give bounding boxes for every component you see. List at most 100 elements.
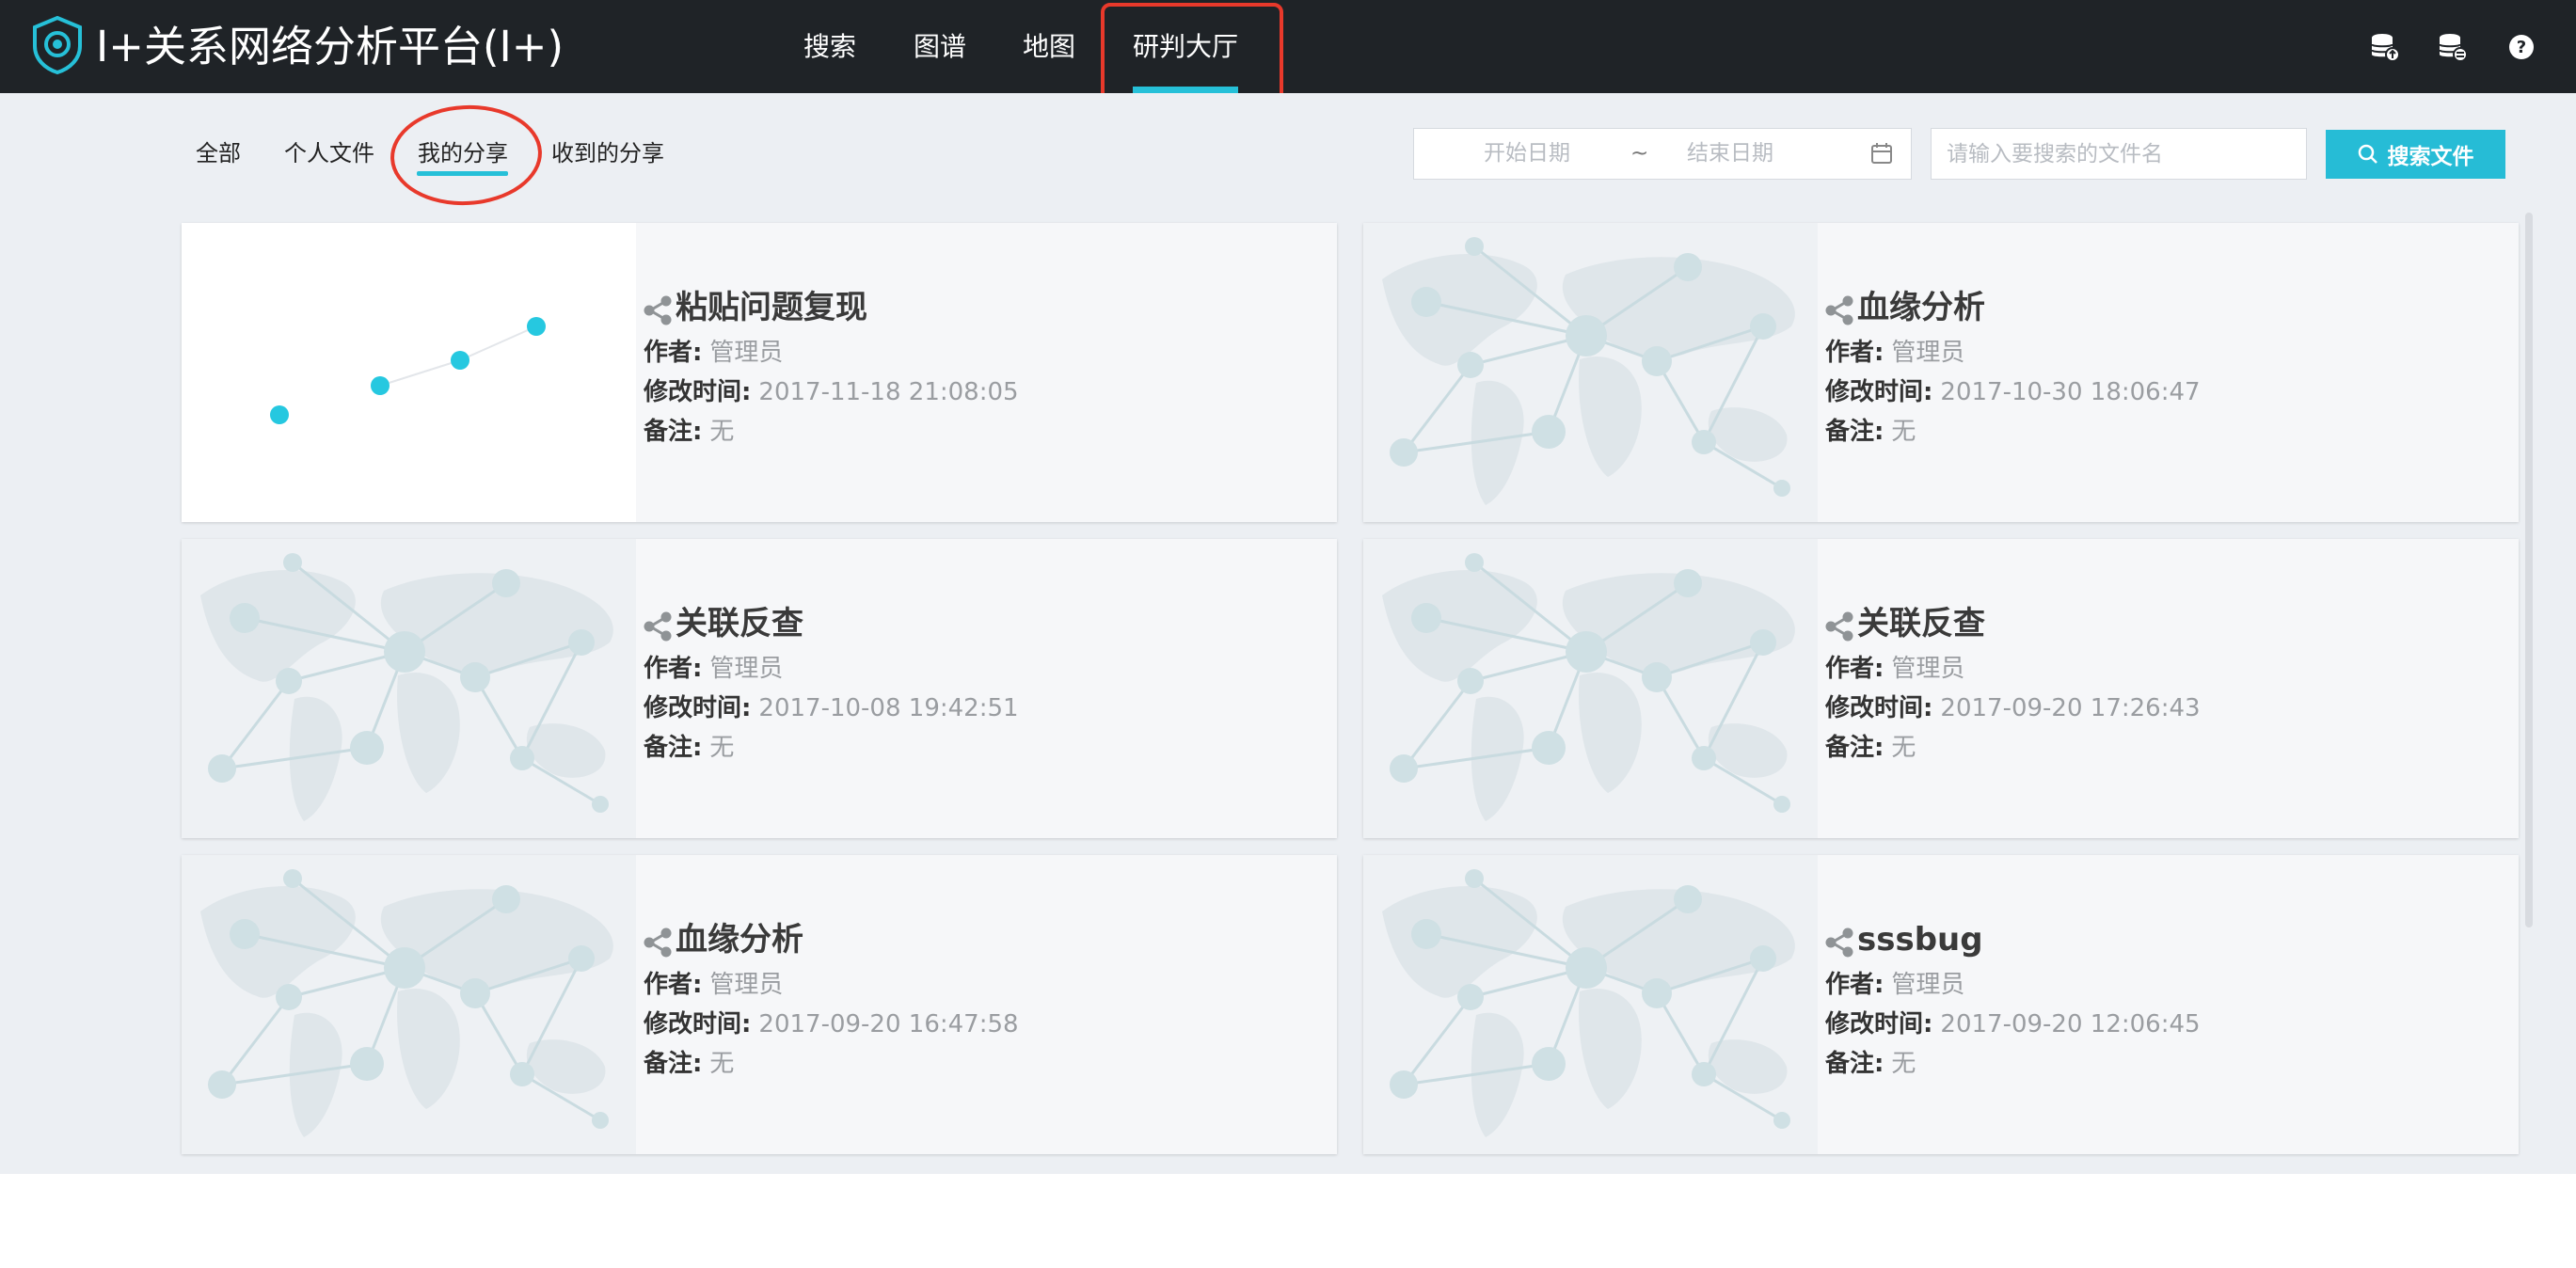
modified-label: 修改时间:: [644, 694, 752, 722]
nav-active-indicator: [1133, 87, 1238, 93]
share-icon: [1825, 611, 1853, 642]
scatter-thumbnail: [182, 223, 636, 522]
card-modified-row: 修改时间:2017-11-18 21:08:05: [644, 375, 1019, 409]
note-label: 备注:: [1825, 1050, 1884, 1078]
database-list-icon[interactable]: [2436, 30, 2468, 62]
network-map-thumbnail: [1363, 223, 1818, 522]
card-note-row: 备注:无: [1825, 415, 1916, 449]
card-note-row: 备注:无: [644, 1047, 734, 1081]
file-card[interactable]: 血缘分析 作者:管理员 修改时间:2017-10-30 18:06:47 备注:…: [1363, 223, 2519, 522]
card-modified-row: 修改时间:2017-09-20 17:26:43: [1825, 691, 2201, 725]
scrollbar-thumb[interactable]: [2525, 213, 2533, 927]
calendar-icon[interactable]: [1870, 142, 1893, 165]
network-map-thumbnail: [1363, 539, 1818, 838]
share-icon: [644, 927, 672, 958]
file-card[interactable]: 粘贴问题复现 作者:管理员 修改时间:2017-11-18 21:08:05 备…: [182, 223, 1337, 522]
search-button-label: 搜索文件: [2387, 144, 2474, 168]
date-separator: ~: [1630, 141, 1649, 166]
author-label: 作者:: [1825, 971, 1884, 999]
file-search-input[interactable]: [1931, 128, 2307, 180]
card-title: 粘贴问题复现: [676, 289, 867, 326]
subtab-personal-files[interactable]: 个人文件: [284, 140, 374, 166]
modified-label: 修改时间:: [1825, 694, 1933, 722]
search-icon: [2358, 144, 2377, 164]
file-card[interactable]: sssbug 作者:管理员 修改时间:2017-09-20 12:06:45 备…: [1363, 855, 2519, 1154]
top-navigation-bar: I+关系网络分析平台(I+) 搜索 图谱 地图 研判大厅 ?: [0, 0, 2576, 93]
date-range-picker[interactable]: 开始日期 ~ 结束日期: [1413, 128, 1912, 180]
author-value: 管理员: [1891, 339, 1965, 367]
nav-item-search[interactable]: 搜索: [803, 31, 856, 62]
subtab-received-shares[interactable]: 收到的分享: [551, 140, 664, 166]
file-card[interactable]: 关联反查 作者:管理员 修改时间:2017-10-08 19:42:51 备注:…: [182, 539, 1337, 838]
file-card[interactable]: 血缘分析 作者:管理员 修改时间:2017-09-20 16:47:58 备注:…: [182, 855, 1337, 1154]
author-value: 管理员: [1891, 971, 1965, 999]
note-value: 无: [709, 1050, 735, 1078]
note-label: 备注:: [1825, 418, 1884, 446]
card-author-row: 作者:管理员: [644, 968, 783, 1002]
card-modified-row: 修改时间:2017-09-20 16:47:58: [644, 1007, 1019, 1041]
modified-label: 修改时间:: [1825, 378, 1933, 406]
share-icon: [644, 611, 672, 642]
search-files-button[interactable]: 搜索文件: [2326, 130, 2505, 179]
share-icon: [644, 295, 672, 325]
modified-label: 修改时间:: [644, 378, 752, 406]
author-label: 作者:: [644, 655, 703, 683]
card-note-row: 备注:无: [1825, 731, 1916, 765]
card-author-row: 作者:管理员: [1825, 336, 1964, 370]
card-author-row: 作者:管理员: [644, 652, 783, 686]
note-label: 备注:: [1825, 734, 1884, 762]
start-date-field[interactable]: 开始日期: [1484, 141, 1570, 166]
card-author-row: 作者:管理员: [644, 336, 783, 370]
share-icon: [1825, 295, 1853, 325]
card-note-row: 备注:无: [644, 415, 734, 449]
card-note-row: 备注:无: [644, 731, 734, 765]
file-card[interactable]: 关联反查 作者:管理员 修改时间:2017-09-20 17:26:43 备注:…: [1363, 539, 2519, 838]
nav-item-map[interactable]: 地图: [1022, 31, 1075, 62]
card-author-row: 作者:管理员: [1825, 968, 1964, 1002]
card-title: sssbug: [1857, 921, 1983, 959]
network-map-thumbnail: [1363, 855, 1818, 1154]
shield-logo-icon: [33, 16, 82, 74]
network-map-thumbnail: [182, 539, 636, 838]
modified-value: 2017-10-30 18:06:47: [1940, 378, 2201, 406]
author-value: 管理员: [709, 971, 784, 999]
note-value: 无: [1891, 418, 1916, 446]
card-modified-row: 修改时间:2017-10-08 19:42:51: [644, 691, 1019, 725]
author-label: 作者:: [1825, 655, 1884, 683]
subtab-my-shares[interactable]: 我的分享: [418, 140, 508, 166]
modified-value: 2017-11-18 21:08:05: [758, 378, 1019, 406]
card-modified-row: 修改时间:2017-09-20 12:06:45: [1825, 1007, 2201, 1041]
note-value: 无: [709, 418, 735, 446]
note-value: 无: [1891, 1050, 1916, 1078]
note-label: 备注:: [644, 418, 703, 446]
author-label: 作者:: [644, 971, 703, 999]
modified-value: 2017-10-08 19:42:51: [758, 694, 1019, 722]
modified-value: 2017-09-20 12:06:45: [1940, 1010, 2201, 1038]
app-title: I+关系网络分析平台(I+): [96, 22, 564, 71]
card-author-row: 作者:管理员: [1825, 652, 1964, 686]
author-label: 作者:: [1825, 339, 1884, 367]
modified-value: 2017-09-20 17:26:43: [1940, 694, 2201, 722]
card-note-row: 备注:无: [1825, 1047, 1916, 1081]
nav-item-graph[interactable]: 图谱: [913, 31, 966, 62]
nav-item-analysis-hall[interactable]: 研判大厅: [1132, 31, 1238, 62]
subtab-active-indicator: [417, 171, 508, 176]
subtab-all[interactable]: 全部: [196, 140, 241, 166]
network-map-thumbnail: [182, 855, 636, 1154]
note-label: 备注:: [644, 1050, 703, 1078]
card-title: 血缘分析: [676, 921, 803, 959]
modified-label: 修改时间:: [1825, 1010, 1933, 1038]
card-modified-row: 修改时间:2017-10-30 18:06:47: [1825, 375, 2201, 409]
card-title: 血缘分析: [1857, 289, 1985, 326]
author-label: 作者:: [644, 339, 703, 367]
note-label: 备注:: [644, 734, 703, 762]
modified-label: 修改时间:: [644, 1010, 752, 1038]
card-title: 关联反查: [1857, 605, 1985, 642]
author-value: 管理员: [1891, 655, 1965, 683]
author-value: 管理员: [709, 655, 784, 683]
modified-value: 2017-09-20 16:47:58: [758, 1010, 1019, 1038]
end-date-field[interactable]: 结束日期: [1687, 141, 1773, 166]
help-icon[interactable]: ?: [2507, 33, 2536, 61]
svg-text:?: ?: [2517, 38, 2526, 57]
database-upload-icon[interactable]: [2368, 30, 2400, 62]
